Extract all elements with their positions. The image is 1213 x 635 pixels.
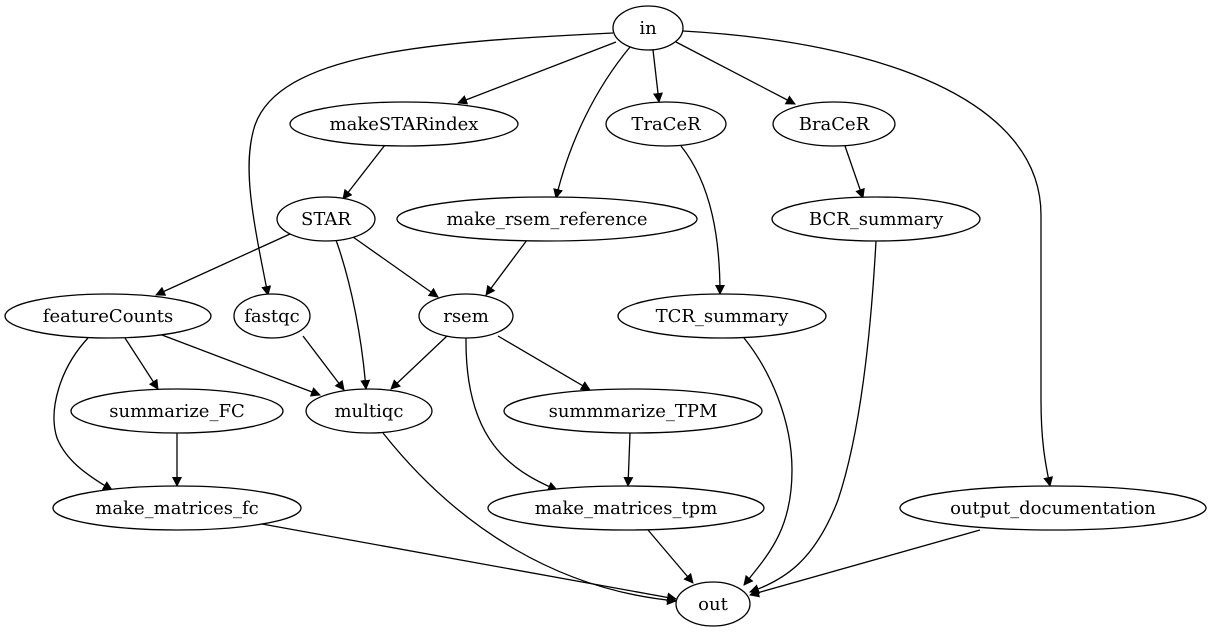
edge-STAR-to-featureCounts bbox=[155, 233, 291, 296]
edge-rsem-to-make_matrices_tpm bbox=[465, 337, 558, 492]
node-label-makeSTARindex: makeSTARindex bbox=[330, 114, 479, 135]
node-ellipse-summmarize_TPM bbox=[503, 388, 763, 434]
node-ellipse-output_documentation bbox=[899, 485, 1207, 531]
edge-in-to-makeSTARindex bbox=[457, 41, 617, 105]
node-featureCounts: featureCounts bbox=[4, 293, 212, 339]
edge-featureCounts-to-make_matrices_fc bbox=[53, 337, 113, 491]
node-make_matrices_tpm: make_matrices_tpm bbox=[487, 485, 765, 531]
node-rsem: rsem bbox=[418, 293, 514, 339]
node-TCR_summary: TCR_summary bbox=[617, 293, 827, 339]
node-label-out: out bbox=[698, 594, 728, 615]
node-label-summmarize_TPM: summmarize_TPM bbox=[549, 401, 718, 422]
node-label-BraCeR: BraCeR bbox=[799, 114, 870, 135]
node-label-in: in bbox=[639, 18, 657, 39]
node-ellipse-out bbox=[675, 581, 751, 627]
node-TraCeR: TraCeR bbox=[605, 101, 727, 147]
edge-makeSTARindex-to-STAR bbox=[342, 144, 386, 200]
node-label-TraCeR: TraCeR bbox=[631, 114, 701, 135]
edge-BCR_summary-to-out bbox=[749, 240, 877, 594]
edge-rsem-to-multiqc bbox=[390, 335, 448, 390]
node-make_rsem_reference: make_rsem_reference bbox=[396, 196, 698, 242]
node-summarize_FC: summarize_FC bbox=[70, 388, 284, 434]
edge-TraCeR-to-TCR_summary bbox=[680, 145, 725, 295]
node-ellipse-summarize_FC bbox=[70, 388, 284, 434]
node-label-STAR: STAR bbox=[301, 209, 351, 230]
edge-summmarize_TPM-to-make_matrices_tpm bbox=[623, 432, 634, 487]
edge-featureCounts-to-summarize_FC bbox=[124, 337, 159, 390]
node-label-multiqc: multiqc bbox=[334, 401, 403, 422]
node-output_documentation: output_documentation bbox=[899, 485, 1207, 531]
node-STAR: STAR bbox=[276, 196, 376, 242]
node-make_matrices_fc: make_matrices_fc bbox=[52, 485, 302, 531]
node-BCR_summary: BCR_summary bbox=[771, 196, 981, 242]
node-ellipse-make_matrices_fc bbox=[52, 485, 302, 531]
edge-in-to-BraCeR bbox=[675, 41, 796, 105]
node-ellipse-make_matrices_tpm bbox=[487, 485, 765, 531]
edge-STAR-to-rsem bbox=[352, 236, 439, 298]
edge-fastqc-to-multiqc bbox=[302, 335, 345, 391]
edge-output_documentation-to-out bbox=[749, 529, 981, 598]
edge-featureCounts-to-multiqc bbox=[161, 334, 321, 397]
node-multiqc: multiqc bbox=[305, 388, 433, 434]
node-BraCeR: BraCeR bbox=[772, 101, 896, 147]
node-out: out bbox=[675, 581, 751, 627]
nodes-layer: in makeSTARindex TraCeR BraCeR STAR make_rsem… bbox=[4, 5, 1207, 627]
node-label-make_rsem_reference: make_rsem_reference bbox=[446, 209, 647, 230]
node-in: in bbox=[612, 5, 684, 51]
edge-in-to-make_rsem_reference bbox=[553, 46, 631, 199]
edge-in-to-fastqc bbox=[248, 32, 614, 296]
node-ellipse-rsem bbox=[418, 293, 514, 339]
node-ellipse-TraCeR bbox=[605, 101, 727, 147]
node-ellipse-TCR_summary bbox=[617, 293, 827, 339]
node-ellipse-STAR bbox=[276, 196, 376, 242]
node-label-rsem: rsem bbox=[443, 306, 489, 327]
node-label-make_matrices_tpm: make_matrices_tpm bbox=[535, 498, 718, 519]
edge-BraCeR-to-BCR_summary bbox=[844, 145, 865, 199]
node-ellipse-BraCeR bbox=[772, 101, 896, 147]
node-label-make_matrices_fc: make_matrices_fc bbox=[95, 498, 258, 519]
node-ellipse-featureCounts bbox=[4, 293, 212, 339]
node-label-BCR_summary: BCR_summary bbox=[809, 209, 944, 230]
edge-make_rsem_reference-to-rsem bbox=[485, 239, 528, 296]
node-ellipse-BCR_summary bbox=[771, 196, 981, 242]
node-label-TCR_summary: TCR_summary bbox=[656, 306, 790, 327]
edge-make_matrices_tpm-to-out bbox=[647, 529, 694, 584]
edge-in-to-output_documentation bbox=[682, 30, 1054, 487]
node-ellipse-multiqc bbox=[305, 388, 433, 434]
node-summmarize_TPM: summmarize_TPM bbox=[503, 388, 763, 434]
node-ellipse-makeSTARindex bbox=[289, 101, 519, 147]
node-ellipse-make_rsem_reference bbox=[396, 196, 698, 242]
node-label-output_documentation: output_documentation bbox=[950, 498, 1156, 519]
node-label-summarize_FC: summarize_FC bbox=[109, 401, 244, 422]
edge-make_matrices_fc-to-out bbox=[261, 523, 677, 603]
edges-layer bbox=[53, 30, 1054, 606]
edge-in-to-TraCeR bbox=[652, 49, 663, 103]
node-label-fastqc: fastqc bbox=[244, 306, 299, 327]
node-ellipse-fastqc bbox=[233, 293, 311, 339]
edge-multiqc-to-out bbox=[382, 432, 677, 606]
edge-STAR-to-multiqc bbox=[335, 239, 371, 390]
node-fastqc: fastqc bbox=[233, 293, 311, 339]
node-label-featureCounts: featureCounts bbox=[43, 306, 173, 327]
node-makeSTARindex: makeSTARindex bbox=[289, 101, 519, 147]
edge-TCR_summary-to-out bbox=[743, 337, 793, 586]
edge-rsem-to-summmarize_TPM bbox=[497, 335, 591, 391]
node-ellipse-in bbox=[612, 5, 684, 51]
